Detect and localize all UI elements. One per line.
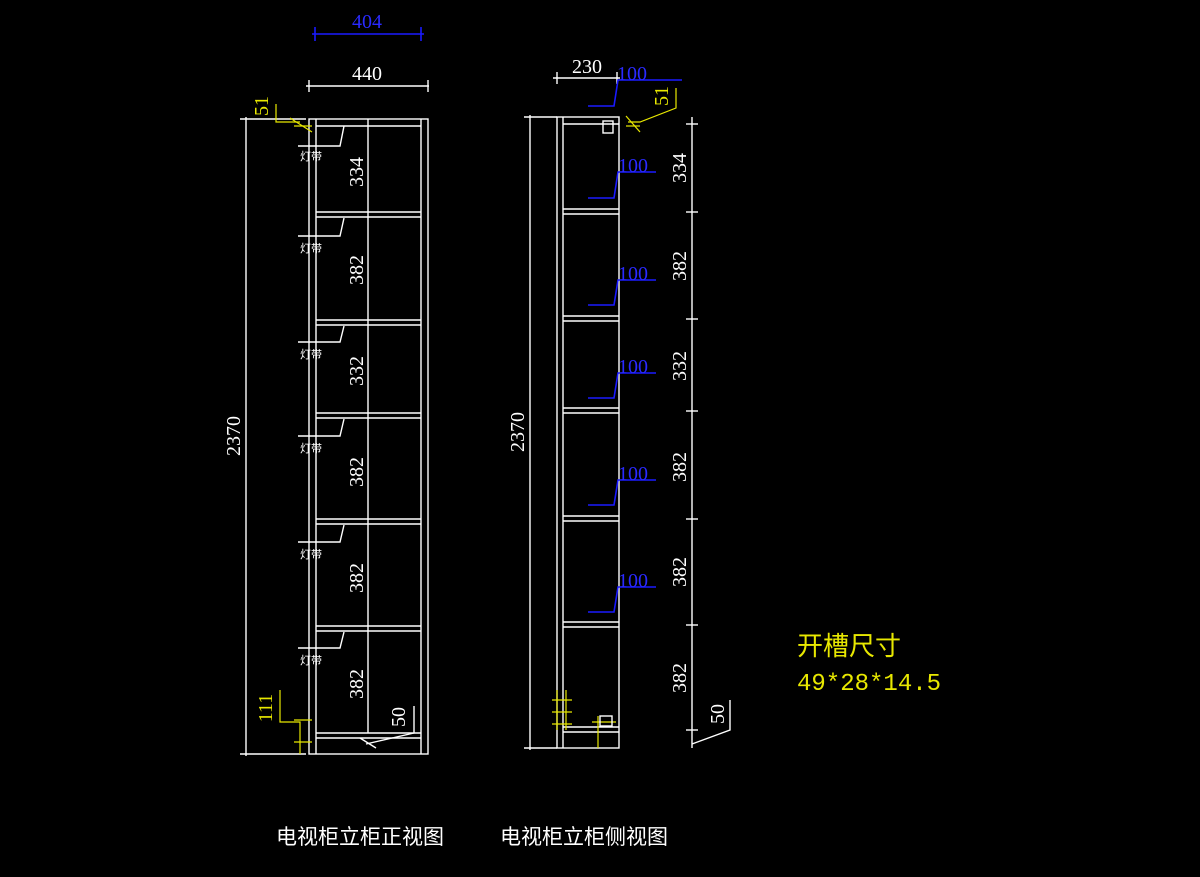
groove-offset-dim: 100 — [618, 155, 648, 177]
side-view: 230 2370 51 100 100 100 100 100 100 — [500, 56, 731, 849]
dim-bottom-offset-front: 111 — [255, 694, 277, 723]
dim-leader-50-side — [691, 700, 731, 745]
dim-base-height-side: 50 — [707, 704, 729, 724]
front-compartment-dim: 382 — [346, 457, 368, 487]
groove-offset-dim: 100 — [618, 263, 648, 285]
light-strip-label: 灯带 — [300, 242, 322, 255]
side-compartment-dim: 382 — [669, 452, 691, 482]
dim-height-total-side: 2370 — [507, 412, 529, 452]
front-view: 440 404 2370 51 111 50 334 382 332 382 3… — [223, 11, 444, 849]
groove-leader — [588, 79, 682, 107]
front-compartment-dim: 382 — [346, 669, 368, 699]
dim-height-total-front: 2370 — [223, 416, 245, 456]
dim-leader-50-front — [365, 706, 415, 745]
groove-size-note: 开槽尺寸 49*28*14.5 — [797, 632, 941, 698]
dim-base-height-front: 50 — [388, 707, 410, 727]
dim-top-offset-front: 51 — [251, 96, 273, 116]
dim-leader-51-front — [275, 104, 300, 123]
front-compartment-dim: 334 — [346, 157, 368, 187]
light-strip-label: 灯带 — [300, 654, 322, 667]
front-compartment-dim: 332 — [346, 356, 368, 386]
note-value: 49*28*14.5 — [797, 671, 941, 698]
side-compartment-dim: 332 — [669, 351, 691, 381]
groove-leader — [588, 279, 656, 306]
side-compartment-dim: 382 — [669, 251, 691, 281]
groove-leader — [588, 479, 656, 506]
side-compartment-dim: 382 — [669, 663, 691, 693]
dim-top-offset-side: 51 — [651, 86, 673, 106]
side-compartment-dim: 382 — [669, 557, 691, 587]
groove-offset-dim: 100 — [618, 356, 648, 378]
light-strip-label: 灯带 — [300, 348, 322, 361]
groove-offset-dim: 100 — [618, 463, 648, 485]
note-title: 开槽尺寸 — [797, 632, 901, 662]
dim-width-inner: 404 — [352, 11, 382, 33]
light-strip-label: 灯带 — [300, 548, 322, 561]
side-view-caption: 电视柜立柜侧视图 — [500, 825, 668, 849]
dim-depth: 230 — [572, 56, 602, 78]
light-strip-label: 灯带 — [300, 442, 322, 455]
groove-offset-dim: 100 — [617, 63, 647, 85]
side-compartment-dim: 334 — [669, 153, 691, 183]
groove-leader — [588, 171, 656, 199]
dim-leader-51-side — [628, 88, 677, 123]
side-cabinet-outline — [556, 116, 620, 749]
front-compartment-dim: 382 — [346, 255, 368, 285]
front-view-caption: 电视柜立柜正视图 — [276, 825, 444, 849]
front-compartment-dim: 382 — [346, 563, 368, 593]
dim-leader-111 — [279, 690, 301, 754]
dim-width-outer: 440 — [352, 63, 382, 85]
light-strip-label: 灯带 — [300, 150, 322, 163]
groove-leader — [588, 586, 656, 613]
groove-leader — [588, 372, 656, 399]
groove-offset-dim: 100 — [618, 570, 648, 592]
